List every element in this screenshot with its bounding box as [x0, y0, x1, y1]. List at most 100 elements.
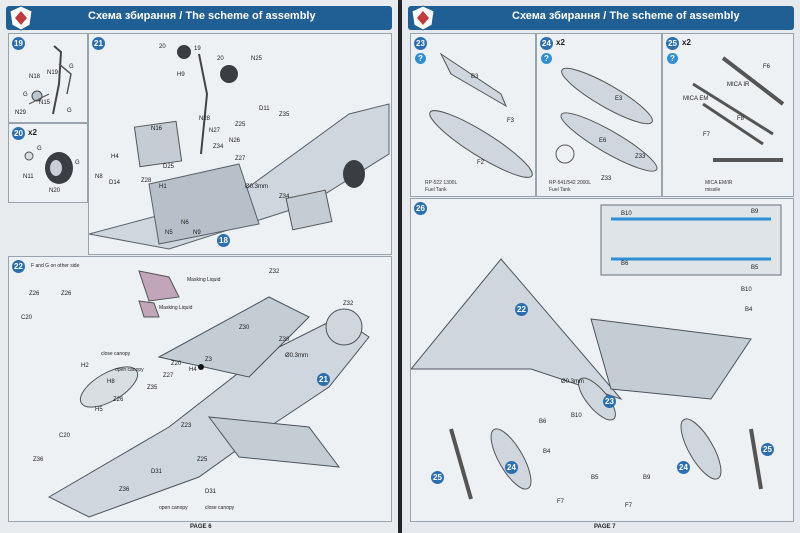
part-label: Z34 — [279, 194, 290, 200]
right-page-number: PAGE 7 — [594, 524, 616, 530]
part-label: H4 — [189, 367, 197, 373]
part-label: Z30 — [239, 325, 250, 331]
part-label: C20 — [59, 433, 71, 439]
part-label: Z27 — [163, 373, 174, 379]
weapons-loadout-drawing — [411, 204, 782, 500]
step-23-panel: 23 ? B3 F3 F2 RP-522 1300L Fuel Tank — [410, 33, 536, 197]
part-label: N9 — [193, 230, 201, 236]
part-label: D14 — [109, 180, 121, 186]
step-20-badge: 20 — [12, 127, 25, 140]
part-label: N29 — [15, 110, 27, 116]
masking-liquid-note: Masking Liquid — [187, 277, 221, 283]
part-label: Z35 — [279, 112, 290, 118]
part-label: H8 — [107, 379, 115, 385]
step-21-badge: 21 — [92, 37, 105, 50]
part-label: Z26 — [29, 291, 40, 297]
part-label: B4 — [745, 307, 753, 313]
part-label: N28 — [199, 116, 211, 122]
part-label: Z33 — [601, 176, 612, 182]
tank-caption: RP-541/542 2000L — [549, 180, 591, 186]
part-label: B6 — [621, 261, 629, 267]
step-reference-badge: 24 — [505, 461, 518, 474]
part-label: Z27 — [235, 156, 246, 162]
part-label: B3 — [471, 74, 479, 80]
fuselage-gear-bay-drawing — [89, 45, 390, 250]
part-label: D31 — [151, 469, 163, 475]
tank-subcaption: Fuel Tank — [425, 187, 447, 193]
step-24-multiplier: x2 — [556, 38, 565, 47]
brand-logo-icon — [411, 5, 435, 31]
step-25-multiplier: x2 — [682, 38, 691, 47]
part-label: N5 — [165, 230, 173, 236]
part-label: F7 — [557, 499, 565, 505]
step-reference-badge: 23 — [603, 395, 616, 408]
part-label: 19 — [194, 46, 201, 52]
part-label: B10 — [741, 287, 752, 293]
part-label: B5 — [751, 265, 759, 271]
part-label: G — [23, 92, 28, 98]
part-label: F3 — [507, 118, 515, 124]
part-label: B10 — [571, 413, 582, 419]
wheel-drawing — [24, 151, 73, 184]
tank-caption: RP-522 1300L — [425, 180, 458, 186]
step-reference-badge: 25 — [431, 471, 444, 484]
part-label: Z36 — [33, 457, 44, 463]
step-19-panel: 19 N18 N19 N15 N29 G G G — [8, 33, 88, 123]
drill-size-label: Ø0.3mm — [285, 353, 309, 359]
step-24-panel: 24 x2 ? E3 E6 Z33 Z33 RP-541/542 2000L F… — [536, 33, 662, 197]
full-aircraft-drawing — [47, 270, 370, 518]
left-header-bar: Схема збирання / The scheme of assembly — [6, 5, 392, 31]
question-icon[interactable]: ? — [541, 53, 552, 64]
part-label: F2 — [477, 160, 485, 166]
part-label: 20 — [217, 56, 224, 62]
landing-gear-strut-drawing — [28, 45, 72, 115]
part-label: N25 — [251, 56, 263, 62]
part-label: B9 — [643, 475, 651, 481]
brand-logo-icon — [9, 5, 33, 31]
part-label: G — [67, 108, 72, 114]
step-20-multiplier: x2 — [28, 128, 37, 137]
part-label: C20 — [21, 315, 33, 321]
missile-caption: MICA EM/IR — [705, 180, 733, 186]
part-label: N19 — [47, 70, 59, 76]
left-page-title: Схема збирання / The scheme of assembly — [88, 10, 316, 22]
fuel-tank-2000l-drawing — [555, 67, 658, 172]
step-reference-badge: 25 — [761, 443, 774, 456]
part-label: MICA IR — [727, 82, 750, 88]
left-page-number: PAGE 6 — [190, 524, 212, 530]
part-label: N11 — [23, 174, 34, 180]
step-26-badge: 26 — [414, 202, 427, 215]
part-label: E3 — [615, 96, 623, 102]
question-icon[interactable]: ? — [667, 53, 678, 64]
part-label: H1 — [159, 184, 167, 190]
step-reference-badge: 24 — [677, 461, 690, 474]
drill-size-label: Ø0.3mm — [245, 184, 269, 190]
part-label: Z33 — [635, 154, 646, 160]
part-label: Z20 — [171, 361, 182, 367]
masking-liquid-note: Masking Liquid — [159, 305, 193, 311]
step-20-panel: 20 x2 N11 N20 G G — [8, 123, 88, 203]
part-label: B4 — [543, 449, 551, 455]
part-label: F6 — [763, 64, 771, 70]
part-label: B10 — [621, 211, 632, 217]
right-page: Схема збирання / The scheme of assembly … — [402, 0, 800, 533]
drill-size-label: Ø0.3mm — [561, 379, 585, 385]
fuel-tank-1300l-drawing — [429, 52, 533, 178]
question-icon[interactable]: ? — [415, 53, 426, 64]
part-label: D11 — [259, 106, 270, 112]
right-page-title: Схема збирання / The scheme of assembly — [512, 10, 740, 22]
step-25-badge: 25 — [666, 37, 679, 50]
part-label: N18 — [29, 74, 41, 80]
open-canopy-note: open canopy — [159, 505, 188, 511]
other-side-note: F and G on other side — [31, 263, 80, 269]
part-label: B6 — [539, 419, 547, 425]
part-label: Z26 — [113, 397, 124, 403]
part-label: F8 — [737, 116, 745, 122]
step-22-panel: 22 F and G on other side Masking Liquid … — [8, 256, 392, 522]
part-label: Z34 — [213, 144, 224, 150]
part-label: B5 — [591, 475, 599, 481]
part-label: H2 — [81, 363, 89, 369]
step-25-panel: 25 x2 ? F6 MICA IR MICA EM F8 F7 MICA EM… — [662, 33, 794, 197]
step-19-badge: 19 — [12, 37, 25, 50]
part-label: B9 — [751, 209, 759, 215]
